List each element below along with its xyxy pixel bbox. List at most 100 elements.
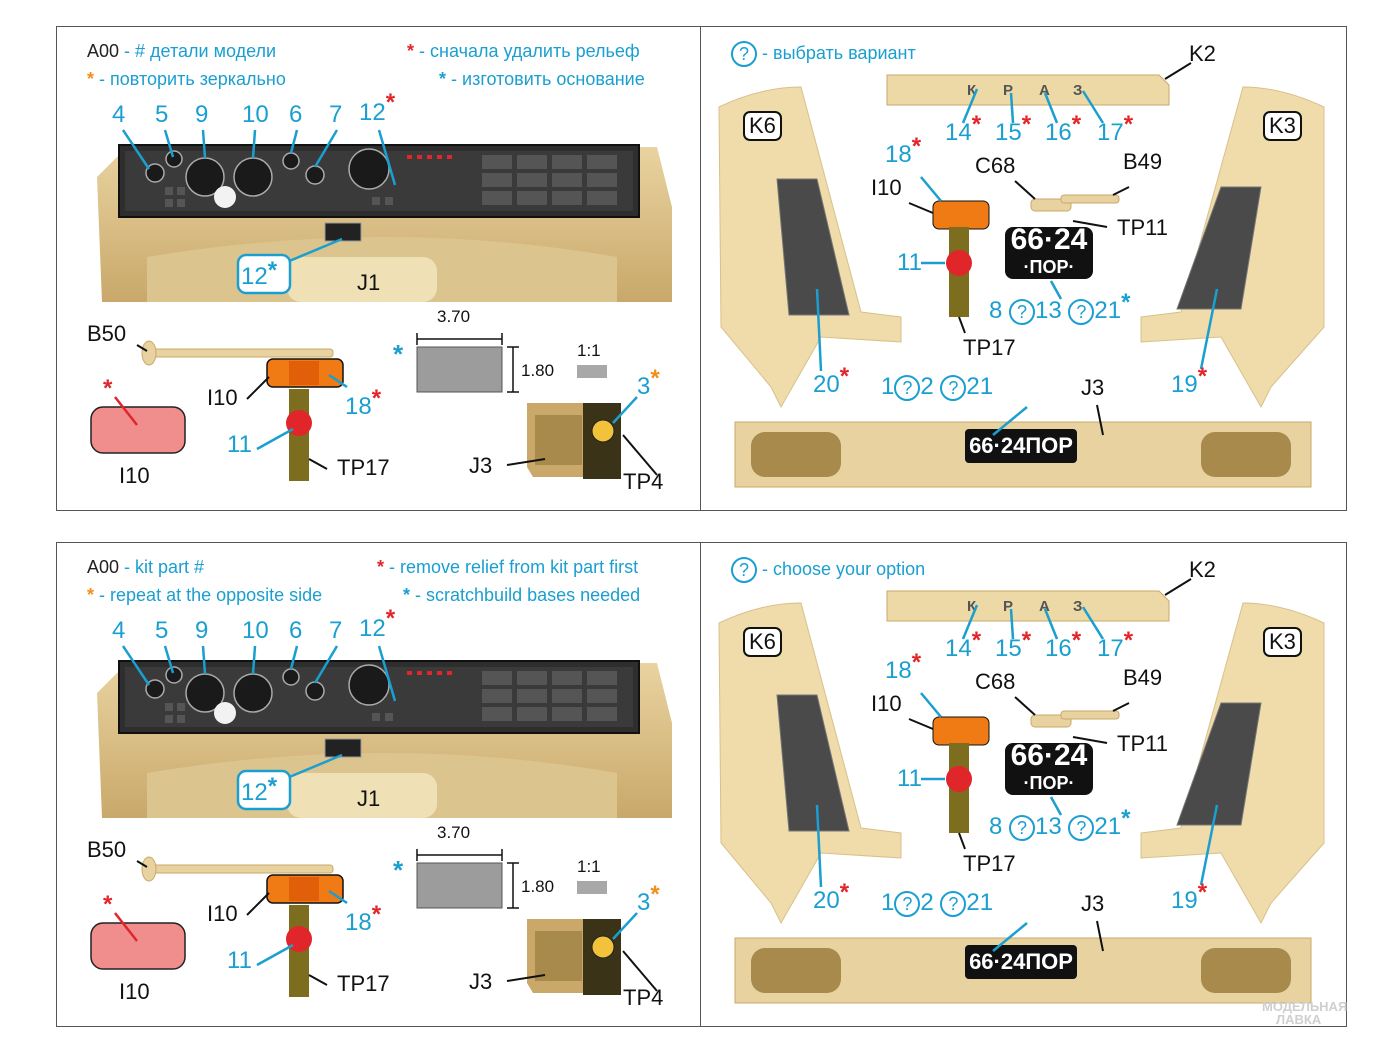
scale-label: 1:1	[577, 857, 601, 876]
label-13: 13	[1035, 297, 1062, 324]
plate-top: 66·24	[1010, 223, 1088, 256]
cab-parts-illustration: К Р А З	[718, 578, 1325, 1004]
legend-relief-text: - сначала удалить рельеф	[419, 41, 640, 61]
dash-num-5: 5	[155, 617, 169, 644]
label-21: 21	[966, 373, 994, 400]
label-17: 17*	[1097, 627, 1133, 663]
label-k6: K6	[743, 627, 782, 657]
label-21: 21	[1094, 813, 1122, 840]
label-18: 18*	[345, 901, 381, 937]
legend-part-text: - kit part #	[124, 557, 205, 577]
label-tp4: TP4	[623, 985, 664, 1010]
plate-top: 66·24	[1010, 739, 1088, 772]
label-20-text: 20	[813, 371, 840, 398]
label-tp11: TP11	[1117, 215, 1168, 240]
label-17-text: 17	[1097, 119, 1124, 146]
legend-relief: * - сначала удалить рельеф	[407, 41, 640, 62]
label-j3: J3	[1081, 891, 1105, 916]
label-11: 11	[227, 431, 252, 458]
legend-mirror: * - повторить зеркально	[87, 69, 286, 90]
dashboard-illustration	[97, 129, 672, 302]
relief-star-icon: *	[377, 557, 385, 577]
label-16: 16*	[1045, 111, 1081, 147]
option-circle-icon: ?	[894, 890, 921, 917]
plate-bottom: ·ПОР·	[1023, 257, 1075, 277]
label-tp17: TP17	[337, 971, 390, 996]
relief-star-icon: *	[371, 385, 382, 412]
legend-mirror: * - repeat at the opposite side	[87, 585, 322, 606]
option-group-1-2-21: 1?2 ?21	[881, 373, 993, 401]
dim-height: 1.80	[521, 877, 555, 896]
label-14: 14*	[945, 111, 981, 147]
callout-12-text: 12	[241, 263, 268, 290]
dash-num-10: 10	[242, 101, 269, 128]
emblem-letter: З	[1073, 598, 1082, 615]
mirror-star-icon: *	[87, 69, 95, 89]
relief-star-icon: *	[971, 627, 982, 654]
label-i10: I10	[871, 175, 902, 200]
label-15-text: 15	[995, 119, 1022, 146]
dash-num-4: 4	[112, 101, 126, 128]
label-17-text: 17	[1097, 635, 1124, 662]
emblem-letter: Р	[1003, 82, 1013, 99]
label-c68: C68	[975, 669, 1016, 694]
option-circle-icon: ?	[731, 41, 757, 67]
emblem-letter: А	[1039, 598, 1050, 615]
label-8: 8	[989, 297, 1003, 324]
relief-star-icon: *	[103, 891, 113, 918]
label-11: 11	[227, 947, 252, 974]
label-14: 14*	[945, 627, 981, 663]
legend-base: * - scratchbuild bases needed	[403, 585, 640, 606]
panel-top-right: ? - выбрать вариант К Р А З	[700, 26, 1347, 511]
label-18: 18*	[345, 385, 381, 421]
label-i10-pink: I10	[119, 979, 150, 1004]
label-2: 2	[920, 373, 934, 400]
cab-parts-illustration: К Р А З	[718, 62, 1325, 488]
legend-part: A00 - kit part #	[87, 557, 204, 578]
label-15: 15*	[995, 627, 1031, 663]
legend-base-text: - scratchbuild bases needed	[415, 585, 641, 605]
option-circle-icon: ?	[940, 890, 967, 917]
option-circle-icon: ?	[1068, 298, 1095, 325]
label-18: 18*	[885, 649, 921, 685]
option-group-1-2-21: 1?2 ?21	[881, 889, 993, 917]
bumper-plate: 66·24ПОР	[969, 949, 1073, 974]
emblem-letter: А	[1039, 82, 1050, 99]
mirror-star-icon: *	[650, 881, 660, 908]
base-star-icon: *	[267, 773, 278, 800]
base-star-icon: *	[439, 69, 447, 89]
label-18-text: 18	[885, 657, 912, 684]
relief-star-icon: *	[839, 879, 850, 906]
emblem-letter: З	[1073, 82, 1082, 99]
label-19: 19*	[1171, 363, 1207, 399]
label-k6: K6	[743, 111, 782, 141]
mirror-star-icon: *	[650, 365, 660, 392]
relief-star-icon: *	[1021, 111, 1032, 138]
mirror-star-icon: *	[87, 585, 95, 605]
label-3-text: 3	[637, 373, 651, 400]
dash-num-9: 9	[195, 101, 209, 128]
label-b50: B50	[87, 321, 127, 346]
label-8: 8	[989, 813, 1003, 840]
label-k2: K2	[1189, 41, 1216, 66]
dash-num-6: 6	[289, 101, 303, 128]
panel-top-left: A00 - # детали модели * - повторить зерк…	[56, 26, 701, 511]
watermark-line2: ЛАВКА	[1276, 1012, 1322, 1027]
label-j1: J1	[357, 786, 381, 811]
relief-star-icon: *	[407, 41, 415, 61]
label-tp11: TP11	[1117, 731, 1168, 756]
dash-num-10: 10	[242, 617, 269, 644]
dim-width: 3.70	[437, 307, 471, 326]
option-circle-icon: ?	[1068, 814, 1095, 841]
label-19-text: 19	[1171, 887, 1198, 914]
dim-height: 1.80	[521, 361, 555, 380]
label-11: 11	[897, 765, 922, 792]
relief-star-icon: *	[1071, 111, 1082, 138]
legend-base: * - изготовить основание	[439, 69, 645, 90]
base-star-icon: *	[267, 257, 278, 284]
dash-num-4: 4	[112, 617, 126, 644]
label-i10-pink: I10	[119, 463, 150, 488]
legend-code: A00	[87, 41, 120, 61]
option-circle-icon: ?	[1009, 814, 1036, 841]
label-i10: I10	[207, 385, 238, 410]
